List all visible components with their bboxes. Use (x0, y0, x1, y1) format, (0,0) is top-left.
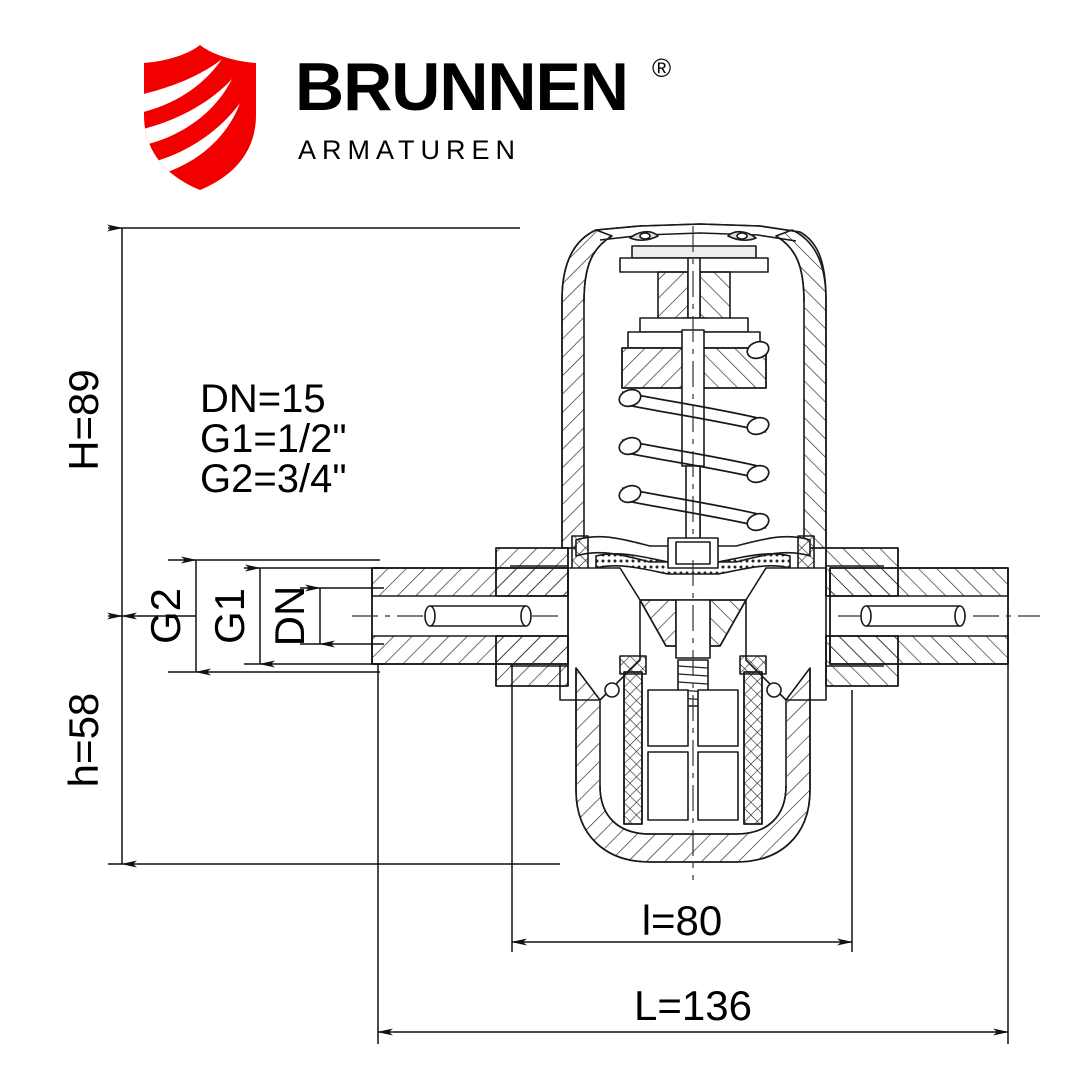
spec-label-DN: DN=15 (200, 377, 326, 421)
brand-logo: BRUNNEN ® ARMATUREN (140, 45, 700, 190)
dimension-label-H: H=89 (60, 369, 107, 471)
spec-label-G1: G1=1/2" (200, 417, 347, 461)
dimension-label-G1: G1 (206, 588, 253, 644)
registered-trademark-icon: ® (652, 53, 672, 83)
shield-icon (140, 45, 260, 190)
dimension-label-h: h=58 (60, 693, 107, 788)
dimension-label-DN: DN (266, 586, 313, 647)
brand-name: BRUNNEN (295, 49, 629, 125)
dimension-label-l: l=80 (642, 897, 723, 944)
dimension-label-L: L=136 (634, 982, 752, 1029)
dimension-label-G2: G2 (142, 588, 189, 644)
spec-label-G2: G2=3/4" (200, 457, 347, 501)
brand-subtitle: ARMATUREN (298, 135, 522, 165)
